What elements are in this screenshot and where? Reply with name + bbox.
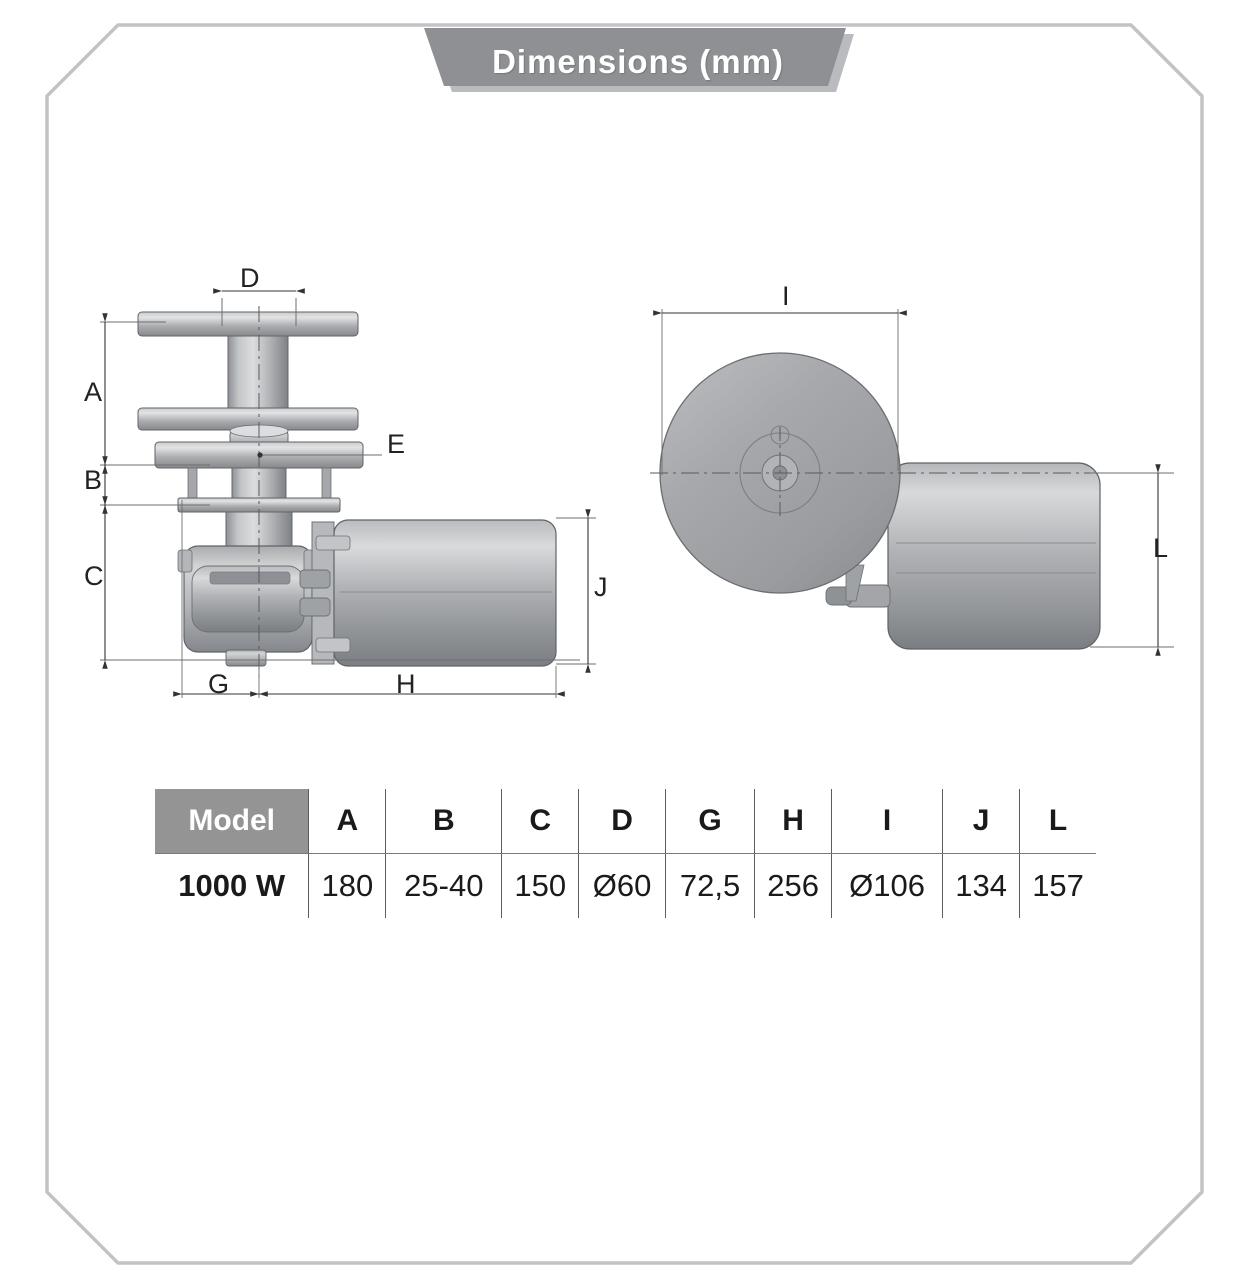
table-header-g: G (664, 789, 756, 854)
table-header-h: H (754, 789, 833, 854)
table-header-b: B (385, 789, 503, 854)
table-header-a: A (308, 789, 387, 854)
cell-l: 157 (1019, 853, 1096, 918)
dimension-label-J: J (594, 572, 608, 602)
cell-model: 1000 W (155, 853, 310, 918)
dimension-G-H (173, 500, 565, 698)
table-header-j: J (942, 789, 1021, 854)
cell-d: Ø60 (578, 853, 666, 918)
table-header-i: I (831, 789, 944, 854)
electric-motor (299, 519, 557, 667)
brand-embossed-text (209, 571, 291, 585)
table-header-l: L (1019, 789, 1096, 854)
dimension-label-C: C (84, 561, 104, 591)
cell-i: Ø106 (831, 853, 944, 918)
terminal-post-lower (299, 597, 331, 617)
dimension-label-I: I (782, 281, 790, 311)
dimension-I (653, 309, 907, 475)
table-row: 1000 W 180 25-40 150 Ø60 72,5 256 Ø106 1… (155, 853, 1096, 918)
terminal-post-upper (299, 569, 331, 589)
cell-b: 25-40 (385, 853, 503, 918)
gearbox-housing (177, 545, 319, 667)
cell-a: 180 (308, 853, 387, 918)
cell-g: 72,5 (664, 853, 756, 918)
cell-c: 150 (501, 853, 580, 918)
table-header-c: C (501, 789, 580, 854)
dimension-label-A: A (84, 377, 103, 407)
dimension-L (1090, 464, 1174, 656)
dimension-label-D: D (240, 263, 260, 293)
front-elevation-view (100, 288, 596, 698)
dimension-label-L: L (1153, 533, 1169, 563)
table-header-d: D (578, 789, 666, 854)
banner-shape (424, 28, 846, 86)
top-plan-view (650, 309, 1174, 656)
dimension-A-B-C (100, 313, 580, 669)
dimension-J (556, 509, 596, 673)
dimension-label-H: H (396, 669, 416, 699)
dimension-D (213, 288, 305, 326)
table-header-row: Model A B C D G H I J L (155, 789, 1096, 854)
cell-h: 256 (754, 853, 833, 918)
cell-j: 134 (942, 853, 1021, 918)
dimension-E (257, 452, 382, 458)
dimensions-table: Model A B C D G H I J L 1000 W 180 25-40… (155, 789, 1096, 918)
dimension-label-B: B (84, 465, 103, 495)
page-title: Dimensions (mm) (492, 43, 784, 80)
dimension-label-G: G (208, 669, 230, 699)
table-header-model: Model (155, 789, 310, 854)
header-banner (424, 28, 854, 92)
motor-body-plan (825, 462, 1101, 650)
dimension-label-E: E (387, 429, 406, 459)
